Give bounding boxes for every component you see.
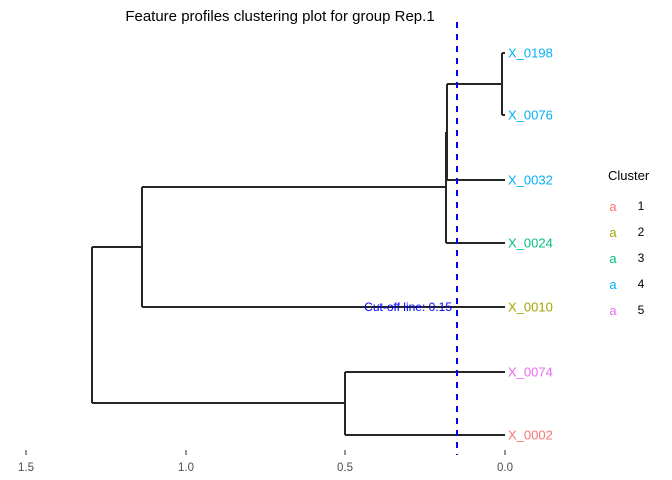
legend-item-label: 4 [637,277,645,291]
legend-item-label: 2 [637,225,645,239]
axis-tick-label: 1.0 [178,462,194,474]
legend-key-glyph: a [609,302,617,318]
axis-tick-label: 0.5 [337,462,353,474]
legend-key-glyph: a [609,198,617,214]
legend-key-glyph: a [609,224,617,240]
leaf-label-X_0074: X_0074 [508,364,553,380]
page-title: Feature profiles clustering plot for gro… [125,8,435,25]
axis-tick-label: 0.0 [497,462,513,474]
dendrogram-branches [91,52,505,436]
legend-item-label: 1 [637,199,645,213]
legend-title: Cluster [608,168,650,183]
legend-key-glyph: a [609,276,617,292]
legend-item-label: 5 [637,303,645,317]
leaf-label-X_0076: X_0076 [508,107,553,123]
cutoff-label: Cut-off line: 0.15 [364,300,452,314]
legend-key-glyph: a [609,250,617,266]
leaf-label-X_0024: X_0024 [508,235,553,251]
leaf-label-X_0032: X_0032 [508,172,553,188]
axis-tick-marks [25,450,506,455]
leaf-label-X_0010: X_0010 [508,299,553,315]
leaf-label-X_0198: X_0198 [508,45,553,61]
axis-tick-label: 1.5 [18,462,34,474]
leaf-label-X_0002: X_0002 [508,427,553,443]
legend-item-label: 3 [637,251,645,265]
